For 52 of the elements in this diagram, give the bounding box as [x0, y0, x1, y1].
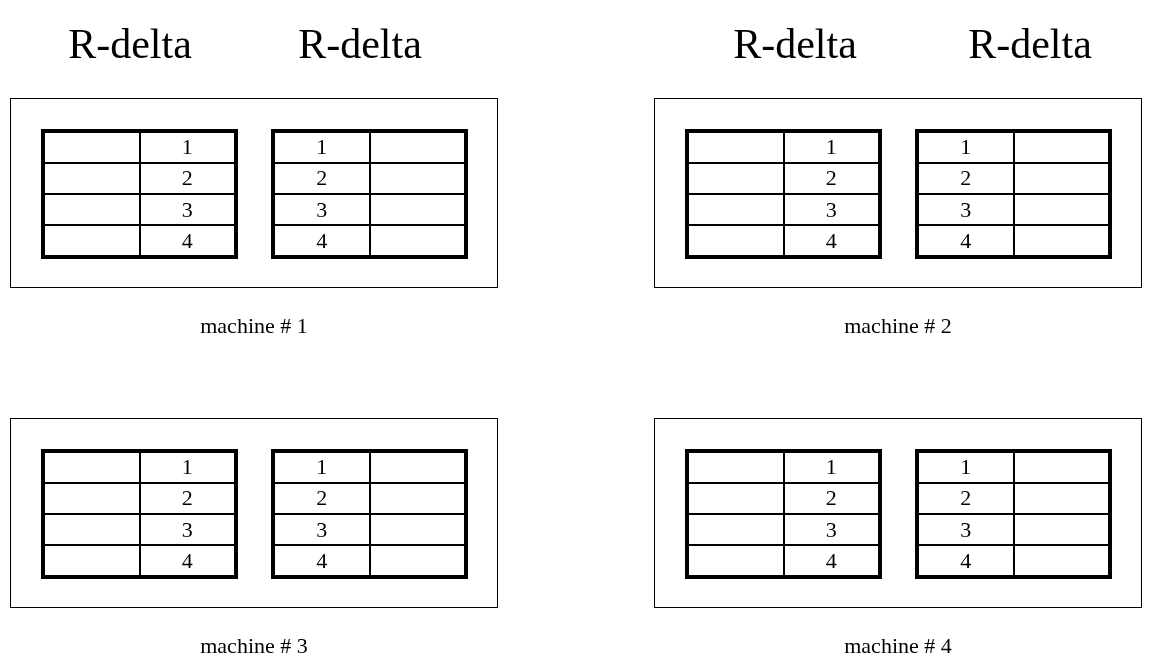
- machine-box: [10, 418, 498, 608]
- data-table: [915, 129, 1112, 259]
- row-number: 2: [316, 485, 328, 511]
- row-number: 4: [316, 547, 328, 573]
- row-number: 1: [960, 454, 972, 480]
- row-number: 2: [960, 485, 972, 511]
- row-number: 4: [960, 547, 972, 573]
- row-number: 4: [960, 227, 972, 253]
- row-number: 1: [181, 454, 193, 480]
- data-table: [685, 449, 882, 579]
- machine-caption: machine # 4: [844, 633, 952, 656]
- row-number: 2: [960, 165, 972, 191]
- data-table: [915, 449, 1112, 579]
- row-number: 2: [825, 485, 837, 511]
- row-number: 1: [825, 134, 837, 160]
- row-number: 3: [316, 196, 328, 222]
- row-number: 3: [181, 196, 193, 222]
- column-heading: R-delta: [298, 20, 422, 68]
- row-number: 1: [316, 134, 328, 160]
- row-number: 2: [181, 165, 193, 191]
- row-number: 4: [825, 547, 837, 573]
- row-number: 1: [960, 134, 972, 160]
- row-number: 3: [960, 516, 972, 542]
- row-number: 1: [825, 454, 837, 480]
- row-number: 3: [825, 516, 837, 542]
- data-table: [41, 129, 238, 259]
- column-heading: R-delta: [68, 20, 192, 68]
- row-number: 4: [825, 227, 837, 253]
- row-number: 2: [316, 165, 328, 191]
- row-number: 1: [316, 454, 328, 480]
- row-number: 4: [316, 227, 328, 253]
- data-table: [685, 129, 882, 259]
- data-table: [271, 449, 468, 579]
- column-heading: R-delta: [733, 20, 857, 68]
- row-number: 3: [960, 196, 972, 222]
- machine-caption: machine # 1: [200, 313, 308, 339]
- row-number: 3: [181, 516, 193, 542]
- machine-box: [10, 98, 498, 288]
- row-number: 2: [825, 165, 837, 191]
- machine-caption: machine # 3: [200, 633, 308, 656]
- data-table: [41, 449, 238, 579]
- machine-box: [654, 98, 1142, 288]
- machine-caption: machine # 2: [844, 313, 952, 339]
- row-number: 3: [316, 516, 328, 542]
- row-number: 4: [181, 227, 193, 253]
- data-table: [271, 129, 468, 259]
- row-number: 4: [181, 547, 193, 573]
- row-number: 1: [181, 134, 193, 160]
- column-heading: R-delta: [968, 20, 1092, 68]
- row-number: 3: [825, 196, 837, 222]
- row-number: 2: [181, 485, 193, 511]
- machine-box: [654, 418, 1142, 608]
